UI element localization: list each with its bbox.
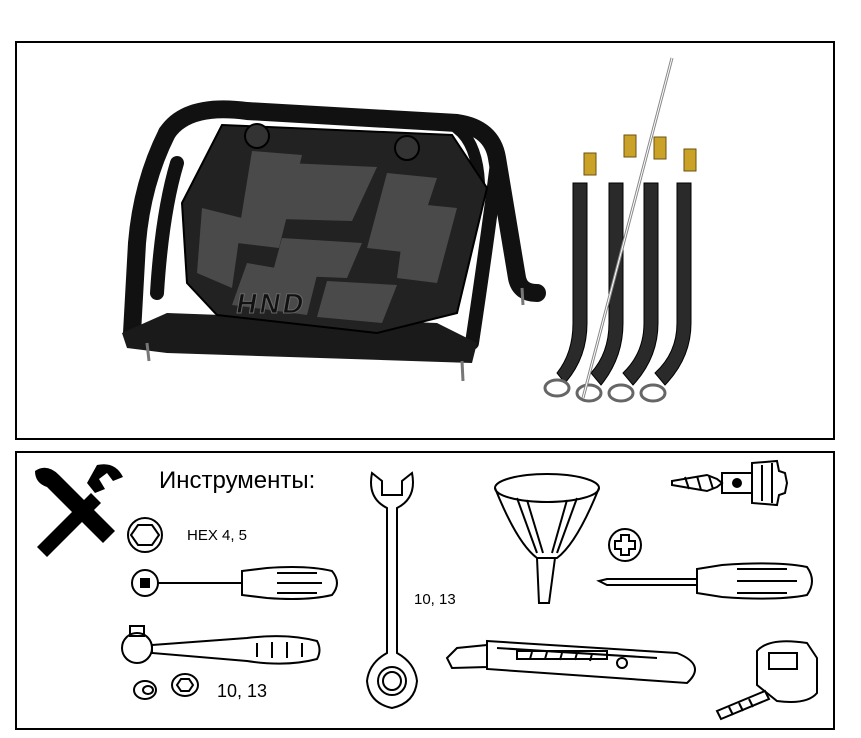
tools-panel: Инструменты: HEX 4, 5 10, 13 10, 13 — [15, 451, 835, 730]
mount-knob — [394, 135, 420, 161]
perforated-areas — [197, 151, 457, 323]
hose — [575, 134, 637, 403]
mount-bolts — [145, 287, 525, 382]
phillips-icon — [608, 528, 642, 562]
combination-wrench-icon — [365, 471, 419, 710]
mount-knob — [244, 123, 270, 149]
ratchet-icon — [121, 625, 321, 665]
hex-size-label: HEX 4, 5 — [187, 527, 248, 544]
brand-logo-text: HND — [234, 287, 309, 319]
hose — [639, 148, 697, 403]
product-illustration: HND — [122, 57, 697, 403]
tools-icon — [35, 464, 123, 557]
tools-title: Инструменты: — [159, 467, 316, 494]
tape-measure-icon — [715, 640, 818, 721]
wrench-size-label: 10, 13 — [414, 591, 456, 608]
hose — [607, 136, 667, 403]
screwdriver-icon — [596, 562, 813, 600]
hose — [543, 152, 597, 398]
hex-screwdriver-icon — [131, 566, 338, 600]
utility-knife-icon — [445, 639, 696, 685]
rack-frame — [123, 100, 546, 350]
socket-size-label: 10, 13 — [217, 681, 268, 701]
hex-key-icon — [127, 517, 163, 553]
brand-logo: HND — [234, 287, 310, 320]
tools-illustration — [35, 459, 818, 721]
socket-icon — [133, 673, 199, 700]
hose-set — [543, 134, 697, 403]
product-illustration-panel: HND — [15, 41, 835, 440]
drill-bit-icon — [671, 473, 724, 493]
hole-saw-icon — [721, 459, 789, 507]
funnel-icon — [494, 473, 600, 604]
